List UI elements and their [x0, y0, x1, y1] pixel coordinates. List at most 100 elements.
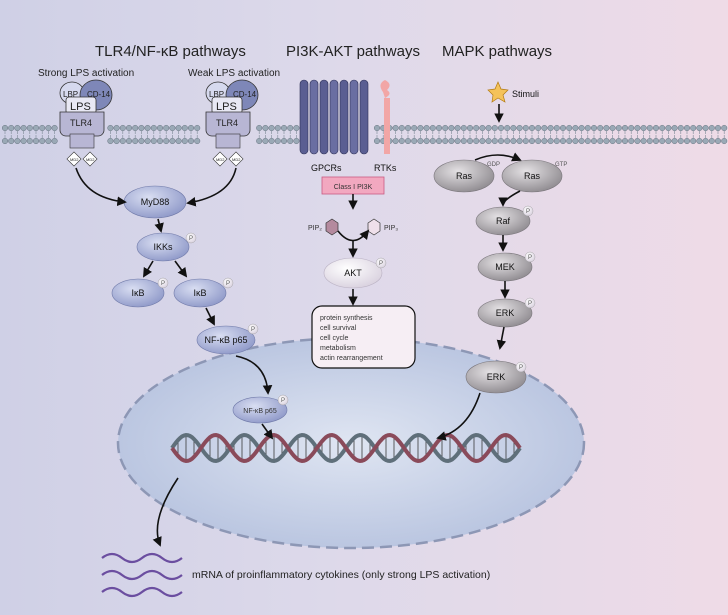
arrow-ikks-ikb — [143, 260, 154, 278]
cd14-label: CD-14 — [87, 90, 111, 99]
lbp-label: LBP — [63, 90, 78, 99]
erk-nuclear-label: ERK — [487, 372, 506, 382]
mek-label: MEK — [495, 262, 515, 272]
ikb-node — [173, 278, 227, 308]
arrow-ikks-ikb — [174, 260, 188, 278]
lipid-head — [715, 124, 722, 131]
lipid-head — [454, 124, 461, 131]
lipid-head — [560, 124, 567, 131]
lipid-head — [665, 137, 672, 144]
lipid-head — [125, 124, 132, 131]
lipid-head — [702, 137, 709, 144]
outcome-item: actin rearrangement — [320, 355, 383, 362]
arrow-nfkb-nucleus — [235, 355, 273, 395]
ras-gdp-node — [433, 159, 495, 193]
lipid-head — [113, 124, 120, 131]
lipid-head — [491, 137, 498, 144]
cd14-label: CD-14 — [233, 90, 257, 99]
lipid-head — [547, 124, 554, 131]
lipid-head — [125, 137, 132, 144]
lipid-head — [529, 124, 536, 131]
lipid-head — [516, 124, 523, 131]
lipid-head — [491, 124, 498, 131]
erk-nuclear-node — [465, 360, 527, 394]
lipid-head — [374, 124, 381, 131]
lipid-head — [411, 124, 418, 131]
tlr4-label: TLR4 — [216, 118, 238, 128]
lipid-head — [33, 124, 40, 131]
tlr4-shape — [59, 111, 105, 137]
phospho-label: P — [281, 398, 285, 404]
lipid-head — [150, 124, 157, 131]
tlr4-label: TLR4 — [70, 118, 92, 128]
lipid-head — [553, 137, 560, 144]
pip2-label: PIP₂ — [308, 225, 322, 232]
phospho-label: P — [526, 209, 530, 215]
lipid-head — [572, 137, 579, 144]
lipid-head — [622, 137, 629, 144]
lipid-head — [119, 137, 126, 144]
title-pi3k: PI3K-AKT pathways — [286, 43, 420, 60]
md2-label: MD2 — [86, 157, 95, 162]
lipid-head — [181, 124, 188, 131]
lipid-head — [467, 124, 474, 131]
lipid-head — [156, 124, 163, 131]
lipid-head — [429, 124, 436, 131]
lipid-head — [560, 137, 567, 144]
lipid-head — [541, 137, 548, 144]
lipid-head — [522, 124, 529, 131]
lipid-head — [20, 137, 27, 144]
phospho-icon — [277, 394, 289, 406]
myd88-label: MyD88 — [141, 197, 170, 207]
lipid-head — [721, 124, 728, 131]
strong-activation-label: Strong LPS activation — [38, 68, 134, 79]
lipid-head — [187, 124, 194, 131]
phospho-icon — [222, 277, 234, 289]
md2-label: MD2 — [232, 157, 241, 162]
weak-activation-label: Weak LPS activation — [188, 68, 280, 79]
akt-node — [323, 257, 383, 289]
lipid-head — [603, 137, 610, 144]
ikks-label: IKKs — [153, 242, 173, 252]
lipid-head — [256, 124, 263, 131]
lipid-head — [485, 137, 492, 144]
phospho-icon — [247, 323, 259, 335]
lipid-head — [715, 137, 722, 144]
arrow-pip2-pip3 — [337, 229, 370, 242]
lipid-head — [702, 124, 709, 131]
lipid-head — [529, 137, 536, 144]
lipid-head — [708, 137, 715, 144]
lipid-head — [138, 124, 145, 131]
ras-label: Ras — [524, 171, 541, 181]
lipid-head — [684, 124, 691, 131]
lipid-head — [708, 124, 715, 131]
lipid-head — [281, 124, 288, 131]
lipid-head — [132, 137, 139, 144]
phospho-label: P — [528, 255, 532, 261]
lipid-head — [690, 124, 697, 131]
outcome-item: cell cycle — [320, 335, 349, 342]
phospho-icon — [524, 251, 536, 263]
lipid-head — [405, 137, 412, 144]
rtks-label: RTKs — [374, 163, 397, 173]
lipid-head — [603, 124, 610, 131]
lipid-head — [677, 137, 684, 144]
tlr4-receptor-strong: LBP CD-14 LPS TLR4 MD2 MD2 — [59, 79, 113, 167]
lipid-head — [646, 124, 653, 131]
ikb-label: IκB — [131, 288, 144, 298]
lipid-head — [628, 137, 635, 144]
lipid-head — [721, 137, 728, 144]
pip2-shape — [325, 218, 339, 236]
phospho-icon — [515, 361, 527, 373]
lipid-head — [436, 124, 443, 131]
lipid-head — [671, 124, 678, 131]
arrow-erk-dna — [436, 392, 481, 441]
lipid-head — [634, 124, 641, 131]
lipid-head — [20, 124, 27, 131]
akt-outcomes-box — [311, 305, 416, 369]
lipid-head — [467, 137, 474, 144]
lipid-head — [175, 124, 182, 131]
phospho-icon — [524, 297, 536, 309]
arrow-ras-raf — [498, 190, 521, 207]
lipid-head — [39, 124, 46, 131]
